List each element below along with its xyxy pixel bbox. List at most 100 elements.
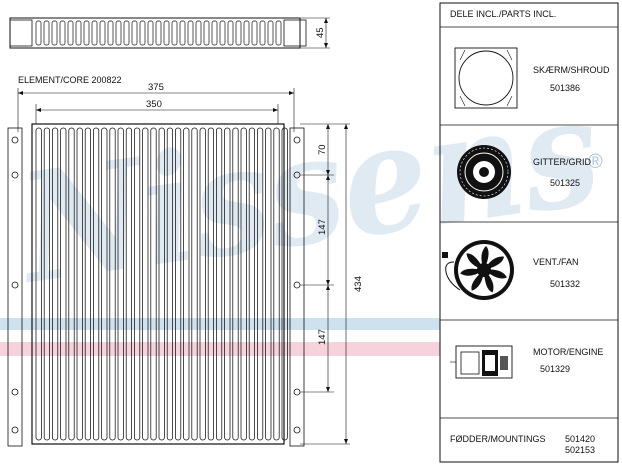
core-fin (158, 127, 165, 441)
top-fin (67, 20, 74, 46)
fan-label: VENT./FAN (533, 257, 579, 267)
top-fin (259, 20, 266, 46)
mounting-hole (11, 388, 19, 396)
core-fin (166, 127, 173, 441)
core-fin (101, 127, 108, 441)
top-fin (179, 20, 186, 46)
top-fin (75, 20, 82, 46)
mounting-hole (11, 426, 19, 434)
dim-overall-height: 434 (353, 276, 364, 292)
top-fin (275, 20, 282, 46)
top-fin (91, 20, 98, 46)
top-fin (147, 20, 154, 46)
mounting-hole (293, 388, 301, 396)
core-fin (175, 127, 182, 441)
core-fin (281, 127, 288, 441)
mounting-hole (11, 136, 19, 144)
mounting-hole (11, 281, 19, 289)
core-fin (257, 127, 264, 441)
core-fin (207, 127, 214, 441)
top-fin (267, 20, 274, 46)
top-fin (139, 20, 146, 46)
fan-part-number: 501332 (550, 279, 580, 289)
top-fin (35, 20, 42, 46)
core-fin (248, 127, 255, 441)
core-fin (265, 127, 272, 441)
mounting-hole (293, 136, 301, 144)
mountings-part-number-2: 502153 (565, 445, 595, 455)
core-fin (68, 127, 75, 441)
top-fin (83, 20, 90, 46)
height-dimensions: 70 147 147 434 (300, 123, 364, 445)
top-fin (195, 20, 202, 46)
grid-icon (457, 145, 511, 199)
top-fin (123, 20, 130, 46)
top-view: 45 (9, 17, 330, 49)
shroud-icon (454, 47, 518, 109)
core-fin (273, 127, 280, 441)
top-fin (99, 20, 106, 46)
dim-mid-spacing-1: 147 (317, 219, 328, 235)
top-fin (51, 20, 58, 46)
core-fin (84, 127, 91, 441)
core-fin (199, 127, 206, 441)
core-fin (134, 127, 141, 441)
width-dimensions: 375 350 (17, 82, 295, 132)
top-fin (227, 20, 234, 46)
top-fin (163, 20, 170, 46)
core-fin (52, 127, 59, 441)
core-fin (60, 127, 67, 441)
top-fin (243, 20, 250, 46)
top-fin (219, 20, 226, 46)
top-fin (155, 20, 162, 46)
core-fin (191, 127, 198, 441)
dim-mid-spacing-2: 147 (317, 329, 328, 345)
shroud-part-number: 501386 (550, 83, 580, 93)
mounting-hole (11, 171, 19, 179)
top-fin (59, 20, 66, 46)
fan-icon (442, 240, 514, 300)
motor-label: MOTOR/ENGINE (533, 347, 603, 357)
core-fin (93, 127, 100, 441)
top-fin (187, 20, 194, 46)
top-fin (107, 20, 114, 46)
top-fin (235, 20, 242, 46)
core-fin (76, 127, 83, 441)
watermark-text: Nissens (7, 63, 609, 319)
top-fin (251, 20, 258, 46)
parts-panel-header: DELE INCL./PARTS INCL. (450, 9, 556, 19)
dim-core-width: 350 (146, 99, 162, 110)
core-fin (142, 127, 149, 441)
shroud-label: SKÆRM/SHROUD (533, 65, 610, 75)
core-fin (224, 127, 231, 441)
core-fin (109, 127, 116, 441)
element-core-label: ELEMENT/CORE 200822 (18, 75, 122, 85)
front-view (7, 123, 305, 447)
core-fin (232, 127, 239, 441)
watermark: Nissens ® (0, 63, 609, 356)
dim-overall-width: 375 (148, 82, 164, 93)
mounting-hole (293, 281, 301, 289)
top-fin (43, 20, 50, 46)
mountings-label: FØDDER/MOUNTINGS (450, 434, 546, 444)
watermark-registered-mark: ® (588, 151, 603, 173)
dim-top-offset: 70 (317, 144, 328, 155)
core-fin (35, 127, 42, 441)
motor-icon (450, 345, 513, 379)
mountings-part-number-1: 501420 (565, 434, 595, 444)
top-fin (171, 20, 178, 46)
mounting-hole (293, 426, 301, 434)
top-fin (115, 20, 122, 46)
top-fin (131, 20, 138, 46)
core-fin (117, 127, 124, 441)
dim-top-height: 45 (315, 27, 326, 38)
grid-label: GITTER/GRID (533, 157, 591, 167)
core-fin (43, 127, 50, 441)
top-fin (211, 20, 218, 46)
motor-part-number: 501329 (540, 364, 570, 374)
top-fin (203, 20, 210, 46)
core-fin (240, 127, 247, 441)
parts-panel: DELE INCL./PARTS INCL. SKÆRM/SHROUD 5013… (439, 2, 619, 463)
core-fin (150, 127, 157, 441)
